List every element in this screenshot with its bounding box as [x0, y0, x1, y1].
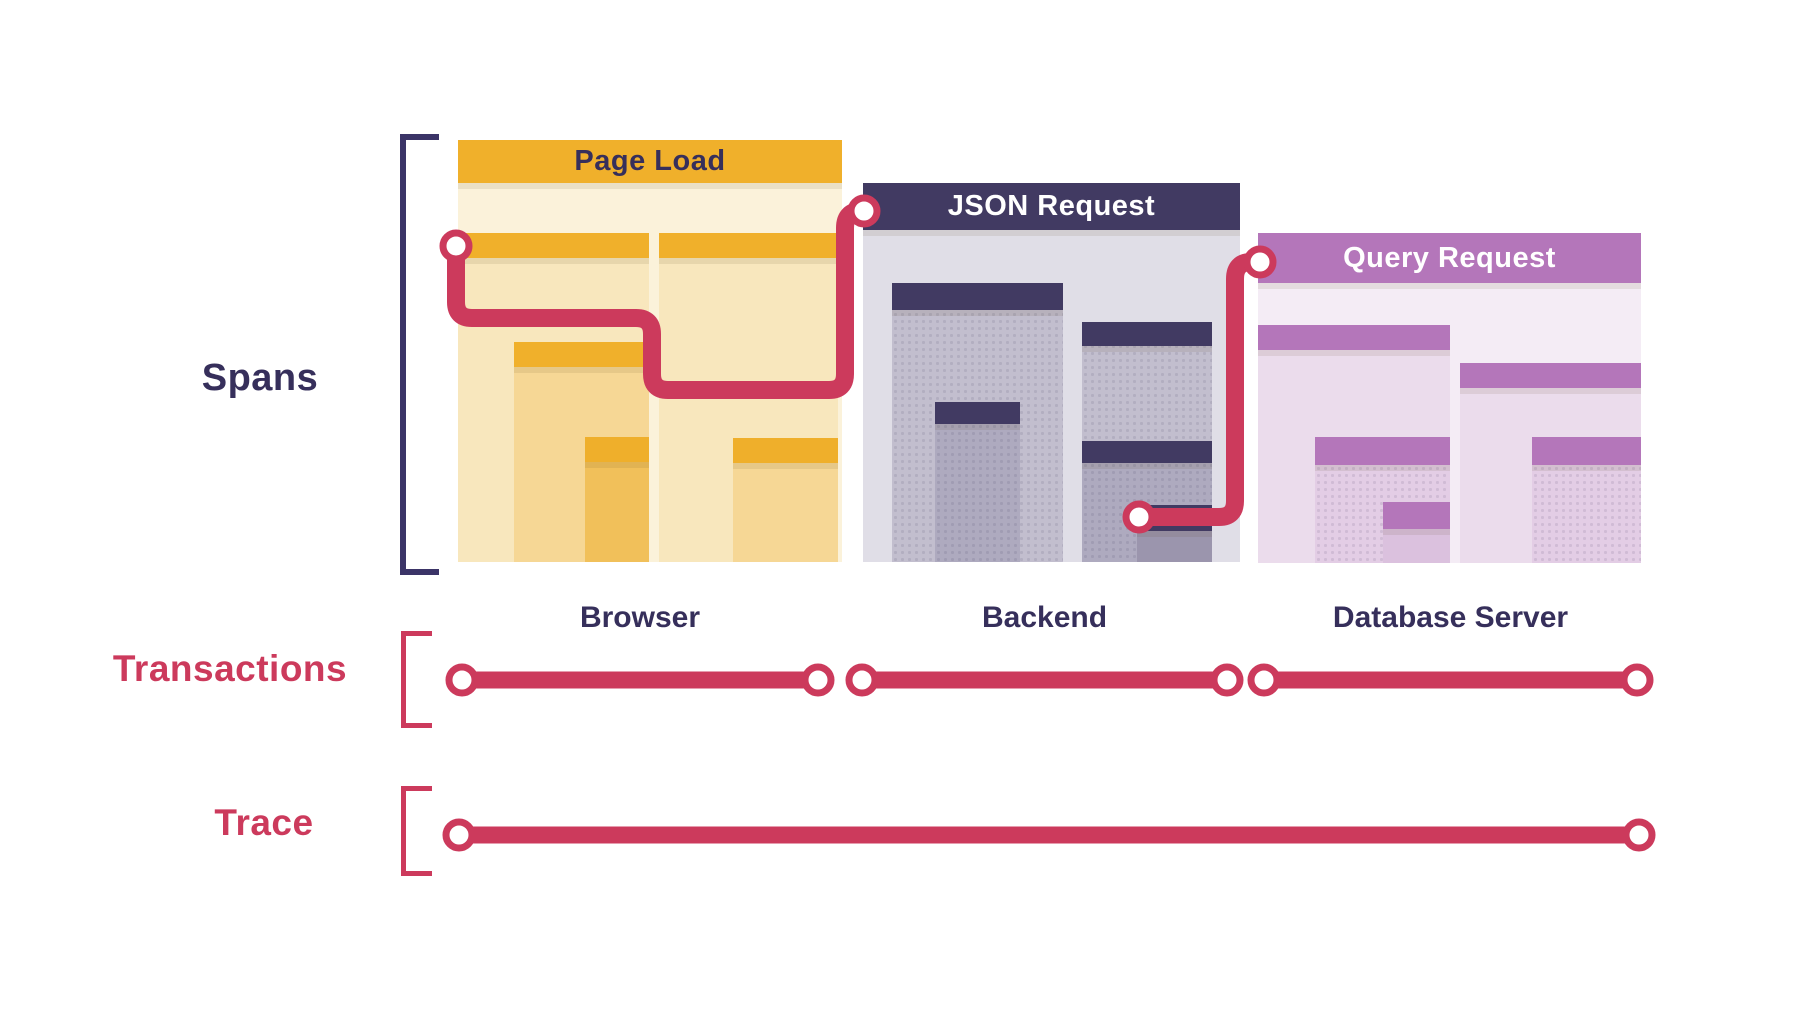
- json-request-span-1-1: [935, 402, 1020, 562]
- page-load-span-1-1-1-header: [585, 437, 649, 462]
- query-request-span-2-1-header: [1532, 437, 1641, 465]
- trace-route-node-2: [847, 194, 881, 228]
- query-request-span-1-header: [1258, 325, 1450, 350]
- query-request-span-1-1: [1315, 437, 1450, 563]
- transaction-line-database-end-node: [1620, 663, 1654, 697]
- json-request-span-2-1-header: [1082, 441, 1212, 463]
- transaction-line-backend-end-node: [1210, 663, 1244, 697]
- transaction-line-database-start-node: [1247, 663, 1281, 697]
- trace-route-path-2: [1139, 253, 1259, 526]
- trace-line-start-node: [442, 818, 476, 852]
- trace-route-path-1: [447, 202, 864, 399]
- page-load-span-1-1-1: [585, 437, 649, 562]
- page-load-span-2-header: [659, 233, 838, 258]
- service-label-backend: Backend: [981, 601, 1108, 634]
- page-load-span-1-header: [458, 233, 649, 258]
- trace-bracket: [401, 786, 432, 876]
- trace-route-node-4: [1243, 245, 1277, 279]
- transactions-row-label: Transactions: [112, 648, 348, 689]
- transactions-bracket: [401, 631, 432, 728]
- json-request-block-title: JSON Request: [947, 190, 1156, 222]
- page-load-block-title: Page Load: [574, 145, 726, 177]
- trace-line-end-node: [1622, 818, 1656, 852]
- trace-row-label: Trace: [214, 802, 314, 843]
- query-request-span-1-1-header: [1315, 437, 1450, 465]
- json-request-span-1-1-header: [935, 402, 1020, 424]
- transaction-line-backend-start-node: [845, 663, 879, 697]
- json-request-span-2-header: [1082, 322, 1212, 346]
- query-request-span-2-1: [1532, 437, 1641, 563]
- spans-bracket: [400, 134, 439, 575]
- service-label-database: Database Server: [1332, 601, 1569, 634]
- transaction-line-browser-start-node: [445, 663, 479, 697]
- page-load-span-2-1-header: [733, 438, 838, 463]
- query-request-block-title: Query Request: [1343, 241, 1556, 274]
- transaction-line-browser-end-node: [801, 663, 835, 697]
- service-label-browser: Browser: [579, 601, 701, 634]
- page-load-span-1-1-header: [514, 342, 649, 367]
- trace-route-node-1: [439, 229, 473, 263]
- spans-row-label: Spans: [201, 357, 319, 399]
- page-load-span-2-1: [733, 438, 838, 562]
- trace-route-node-3: [1122, 500, 1156, 534]
- json-request-span-1-header: [892, 283, 1063, 310]
- query-request-span-1-1-1: [1383, 502, 1450, 563]
- page-load-block-header: Page Load: [458, 140, 842, 183]
- query-request-span-1-1-1-header: [1383, 502, 1450, 529]
- query-request-span-2-header: [1460, 363, 1641, 388]
- query-request-block-header: Query Request: [1258, 233, 1641, 283]
- json-request-block-header: JSON Request: [863, 183, 1240, 230]
